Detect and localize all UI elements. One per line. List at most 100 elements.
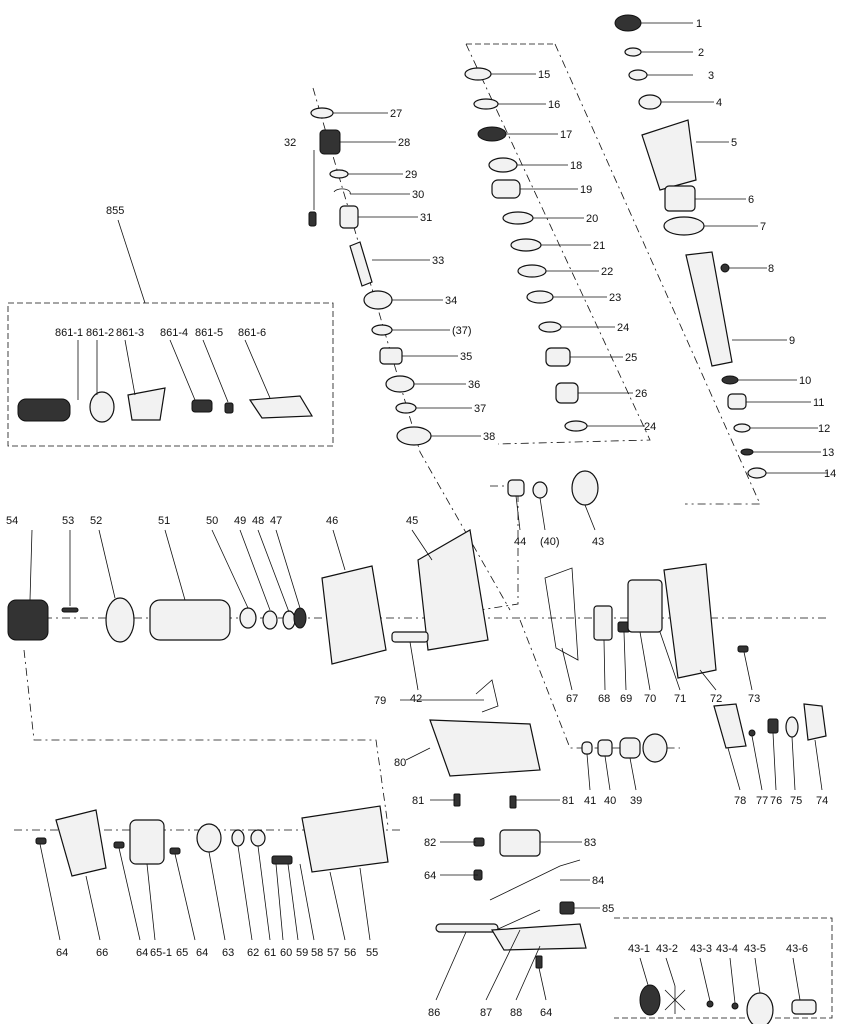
label-855: 855: [106, 205, 124, 217]
label-50: 50: [206, 515, 218, 527]
label-55: 55: [366, 947, 378, 959]
part-15-circlip: [464, 67, 492, 81]
label-61: 61: [264, 947, 276, 959]
label-25: 25: [625, 352, 637, 364]
group-43-kit: [639, 984, 817, 1024]
label-62: 62: [247, 947, 259, 959]
label-35: 35: [460, 351, 472, 363]
part-14-circlip: [747, 467, 767, 479]
part-64e-screw: [535, 955, 543, 969]
part-43-2-star: [664, 986, 686, 1014]
part-78-knob: [713, 703, 747, 749]
part-46-gear-housing: [321, 565, 387, 665]
label-68: 68: [598, 693, 610, 705]
label-53: 53: [62, 515, 74, 527]
label-3: 3: [708, 70, 714, 82]
part-32-pin: [308, 211, 317, 227]
label-9: 9: [789, 335, 795, 347]
part-57-59-screws: [271, 855, 293, 865]
label-70: 70: [644, 693, 656, 705]
part-861-3-band: [127, 387, 166, 421]
label-21: 21: [593, 240, 605, 252]
label-64a: 64: [424, 870, 436, 882]
part-87-wire: [495, 909, 541, 931]
label-71: 71: [674, 693, 686, 705]
label-65-1: 65-1: [150, 947, 172, 959]
part-39b-gear: [642, 733, 668, 763]
part-10-ring: [721, 375, 739, 385]
part-43-rotor: [571, 470, 599, 506]
label-64c: 64: [136, 947, 148, 959]
part-63-plate: [196, 823, 222, 853]
part-77-ball: [748, 729, 756, 737]
label-11: 11: [813, 397, 824, 409]
label-64e: 64: [540, 1007, 552, 1019]
label-16: 16: [548, 99, 560, 111]
part-51-armature: [149, 599, 231, 641]
part-13-ring: [740, 448, 754, 456]
label-43-5: 43-5: [744, 943, 766, 955]
part-861-5-pin: [224, 402, 234, 414]
label-43-6: 43-6: [786, 943, 808, 955]
label-861-2: 861-2: [86, 327, 114, 339]
part-24-ring: [538, 321, 562, 333]
part-40-bushing: [597, 739, 613, 757]
label-86: 86: [428, 1007, 440, 1019]
part-3-ring: [628, 69, 648, 81]
group-855-kit: [17, 387, 314, 423]
part-8-ball: [720, 263, 730, 273]
frame-right-column: [554, 43, 761, 505]
label-56: 56: [344, 947, 356, 959]
label-51: 51: [158, 515, 170, 527]
part-861-2-clamp: [89, 391, 115, 423]
label-30: 30: [412, 189, 424, 201]
label-12: 12: [818, 423, 830, 435]
label-84: 84: [592, 875, 604, 887]
label-2: 2: [698, 47, 704, 59]
label-23: 23: [609, 292, 621, 304]
part-43-1-disc: [639, 984, 661, 1016]
part-86-cord: [435, 923, 499, 933]
part-6-spring: [664, 185, 696, 212]
group-motor-axis: [7, 529, 489, 665]
part-24b-ring: [564, 420, 588, 432]
part-65-brush-plate: [129, 819, 165, 865]
label-65: 65: [176, 947, 188, 959]
group-middle-lower: [429, 679, 668, 969]
part-30-circlip: [333, 188, 351, 195]
label-13: 13: [822, 447, 834, 459]
label-75: 75: [790, 795, 802, 807]
group-middle-column: [464, 67, 588, 432]
part-38-gear: [396, 426, 432, 446]
label-861-3: 861-3: [116, 327, 144, 339]
label-85: 85: [602, 903, 614, 915]
label-74: 74: [816, 795, 828, 807]
frame-43-kit: [614, 917, 833, 1019]
label-26: 26: [635, 388, 647, 400]
label-861-1: 861-1: [55, 327, 83, 339]
label-24a: 24: [617, 322, 629, 334]
part-23-circlip: [526, 290, 554, 304]
group-right-column: [614, 14, 767, 479]
label-76: 76: [770, 795, 782, 807]
label-37a: (37): [452, 325, 472, 337]
part-9-spindle: [685, 251, 733, 367]
label-45: 45: [406, 515, 418, 527]
part-11-bushing: [727, 393, 747, 410]
label-37: 37: [474, 403, 486, 415]
part-17-ring: [477, 126, 507, 142]
leader-lines: [29, 22, 828, 1004]
part-68-plate: [593, 605, 613, 641]
label-42: 42: [410, 693, 422, 705]
label-34: 34: [445, 295, 457, 307]
label-38: 38: [483, 431, 495, 443]
label-28: 28: [398, 137, 410, 149]
part-71-switch-body: [627, 579, 663, 633]
part-4-sleeve: [638, 94, 662, 110]
part-1-dust-cap: [614, 14, 642, 32]
part-76-spring: [767, 718, 779, 734]
label-29: 29: [405, 169, 417, 181]
part-31-bearing: [339, 205, 359, 229]
label-64d: 64: [196, 947, 208, 959]
part-64d-screw: [169, 847, 181, 855]
